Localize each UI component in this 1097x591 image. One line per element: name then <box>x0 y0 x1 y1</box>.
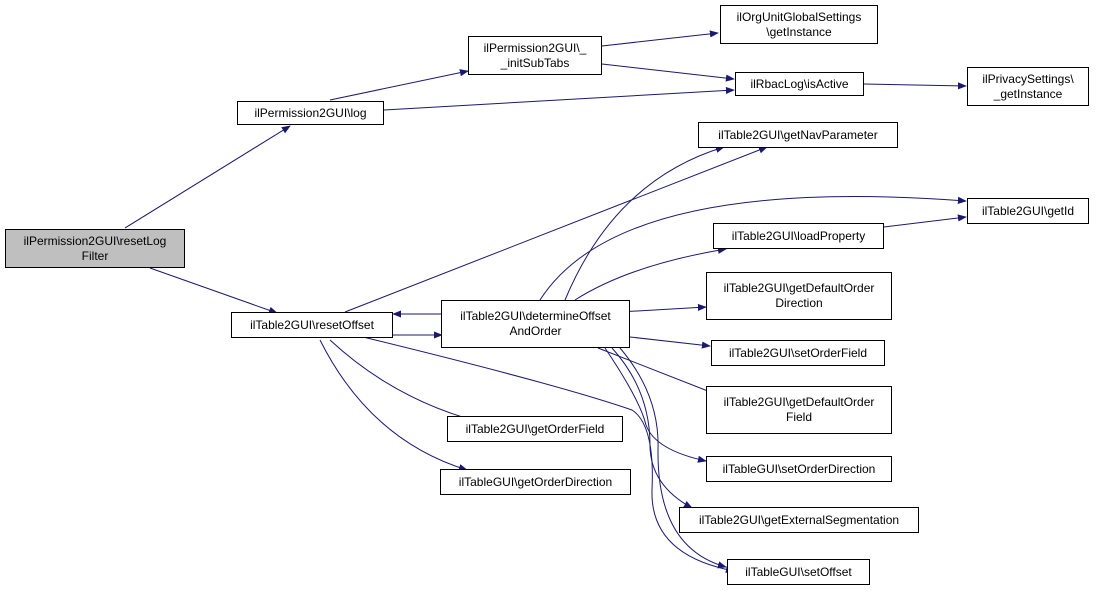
node-label-line: ilTable2GUI\getExternalSegmentation <box>698 512 900 527</box>
node-init-sub-tabs[interactable]: ilPermission2GUI\_ _initSubTabs <box>468 36 602 75</box>
node-get-id[interactable]: ilTable2GUI\getId <box>967 198 1089 224</box>
node-label-line: AndOrder <box>509 324 562 338</box>
node-label-line: ilTable2GUI\determineOffset <box>460 309 611 323</box>
edge-loadproperty-getid <box>883 214 967 228</box>
edge-resetoffset-getorderdirection <box>319 339 468 472</box>
node-label-line: ilRbacLog\isActive <box>750 76 849 91</box>
node-label-line: ilTableGUI\setOrderDirection <box>722 461 876 476</box>
node-get-nav-parameter[interactable]: ilTable2GUI\getNavParameter <box>698 122 898 148</box>
edge-initsubtabs-orgunit <box>601 30 719 47</box>
node-label-line: ilTable2GUI\getId <box>981 203 1075 218</box>
node-label-line: ilTableGUI\setOffset <box>745 564 852 579</box>
edge-determine-setorderfield <box>629 336 711 349</box>
edge-determine-defaultorderfield <box>597 347 719 396</box>
node-label-line: ilTable2GUI\getDefaultOrder <box>723 281 875 295</box>
edge-resetlogfilter-log <box>124 125 291 229</box>
node-label-line: \getInstance <box>766 24 832 39</box>
edge-determine-externalsegmentation <box>611 347 693 509</box>
node-privacy-settings[interactable]: ilPrivacySettings\ _getInstance <box>967 67 1089 106</box>
edge-determine-loadproperty <box>574 246 727 301</box>
edge-resetoffset-navparameter <box>344 146 768 313</box>
edge-log-initsubtabs <box>329 69 469 101</box>
node-set-order-field[interactable]: ilTable2GUI\setOrderField <box>711 340 885 366</box>
node-reset-log-filter: ilPermission2GUI\resetLog Filter <box>5 229 185 268</box>
node-label-line: ilTable2GUI\getNavParameter <box>718 127 878 142</box>
node-label-line: ilTable2GUI\getOrderField <box>465 421 605 436</box>
node-label-line: ilTable2GUI\setOrderField <box>728 345 868 360</box>
node-get-order-field[interactable]: ilTable2GUI\getOrderField <box>447 416 623 442</box>
node-get-external-segmentation[interactable]: ilTable2GUI\getExternalSegmentation <box>679 507 919 533</box>
node-label-line: ilTableGUI\getOrderDirection <box>458 474 613 489</box>
node-label-line: ilPermission2GUI\log <box>254 105 367 120</box>
node-org-unit-global-settings[interactable]: ilOrgUnitGlobalSettings \getInstance <box>720 5 878 44</box>
node-label-line: Field <box>785 410 812 424</box>
node-label-line: ilTable2GUI\loadProperty <box>731 228 866 243</box>
node-reset-offset[interactable]: ilTable2GUI\resetOffset <box>231 312 393 338</box>
node-label-line: ilOrgUnitGlobalSettings <box>736 9 862 24</box>
node-label-line: _getInstance <box>993 86 1063 101</box>
node-label-line: Direction <box>775 296 823 310</box>
edge-determine-navparameter <box>564 145 725 301</box>
node-label-line: ilPermission2GUI\_ <box>483 40 587 55</box>
node-get-default-order-direction[interactable]: ilTable2GUI\getDefaultOrder Direction <box>706 272 892 320</box>
edge-initsubtabs-isactive <box>601 63 735 82</box>
node-determine-offset-and-order[interactable]: ilTable2GUI\determineOffset AndOrder <box>441 300 630 348</box>
edge-determine-setorderdirection <box>604 347 707 463</box>
node-label-line: ilPrivacySettings\ <box>982 71 1074 86</box>
node-rbac-log-is-active[interactable]: ilRbacLog\isActive <box>735 72 864 96</box>
node-label-line: Filter <box>81 248 109 263</box>
edge-resetoffset-getorderfield <box>329 339 497 428</box>
node-label-line: _initSubTabs <box>500 55 570 70</box>
edge-determine-getid <box>539 196 967 301</box>
node-set-offset[interactable]: ilTableGUI\setOffset <box>727 559 870 585</box>
node-get-order-direction[interactable]: ilTableGUI\getOrderDirection <box>440 469 631 495</box>
node-label-line: ilTable2GUI\getDefaultOrder <box>723 395 875 409</box>
node-permission-log[interactable]: ilPermission2GUI\log <box>237 101 384 125</box>
node-load-property[interactable]: ilTable2GUI\loadProperty <box>713 223 884 249</box>
node-get-default-order-field[interactable]: ilTable2GUI\getDefaultOrder Field <box>706 386 892 434</box>
node-label-line: ilPermission2GUI\resetLog <box>23 233 167 248</box>
node-label-line: ilTable2GUI\resetOffset <box>250 317 374 332</box>
edge-resetoffset-setoffset <box>362 336 735 574</box>
edge-log-isactive <box>383 86 735 111</box>
edge-isactive-privacy <box>863 82 967 90</box>
edge-determine-setoffset <box>619 347 727 569</box>
node-set-order-direction[interactable]: ilTableGUI\setOrderDirection <box>706 456 892 482</box>
edge-resetlogfilter-resetoffset <box>149 267 278 314</box>
